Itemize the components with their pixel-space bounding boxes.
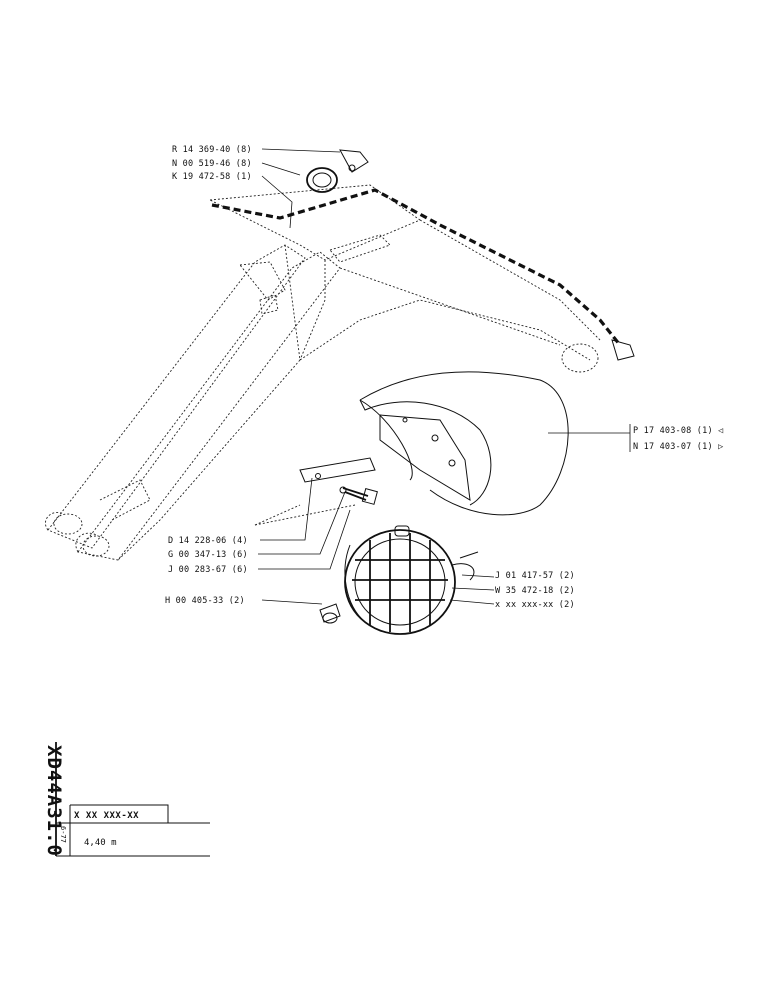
mounting-plate: [254, 457, 376, 526]
callout-j00283: J 00 283-67 (6): [168, 565, 248, 575]
callout-n00519: N 00 519-46 (8): [172, 159, 252, 169]
leader-lines: [258, 148, 631, 605]
part-ref: X XX XXX-XX: [74, 811, 139, 821]
callout-w35472: W 35 472-18 (2): [495, 586, 575, 596]
callout-xxx: x xx xxx-xx (2): [495, 600, 575, 610]
callout-r14369: R 14 369-40 (8): [172, 145, 252, 155]
title-block: XD44A31.0 6-77 X XX XXX-XX 4,40 m: [43, 742, 210, 857]
callout-h00405: H 00 405-33 (2): [165, 596, 245, 606]
work-lamp: [344, 525, 479, 635]
drawing-date: 6-77: [59, 826, 67, 843]
callout-k19472: K 19 472-58 (1): [172, 172, 252, 182]
boom-arm: [44, 184, 601, 561]
bolt: [339, 486, 378, 505]
callout-n17403: N 17 403-07 (1) ▷: [633, 442, 724, 452]
fastener: [319, 603, 341, 624]
cap: [306, 149, 369, 193]
callout-labels: R 14 369-40 (8) N 00 519-46 (8) K 19 472…: [165, 145, 724, 610]
drawing-code: XD44A31.0: [43, 745, 65, 857]
callout-p17403: P 17 403-08 (1) ◁: [633, 426, 723, 436]
callout-d14228: D 14 228-06 (4): [168, 536, 248, 546]
callout-g00347: G 00 347-13 (6): [168, 550, 248, 560]
cable: [211, 188, 622, 346]
cable-plug: [611, 339, 635, 361]
dimension: 4,40 m: [84, 838, 117, 848]
callout-j01417: J 01 417-57 (2): [495, 571, 575, 581]
drum-housing: [359, 371, 569, 516]
